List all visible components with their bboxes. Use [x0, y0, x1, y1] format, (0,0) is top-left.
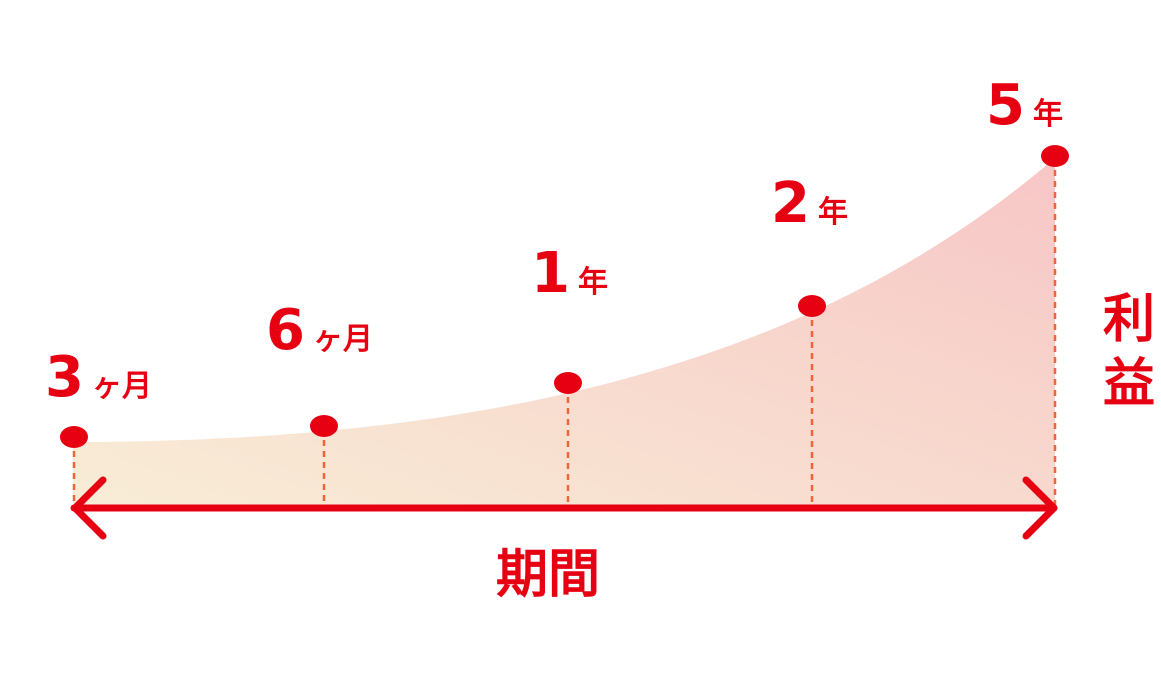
label-unit: 年 [1033, 97, 1063, 132]
point-3-months [60, 426, 88, 448]
point-5-years [1041, 145, 1069, 167]
milestone-points [60, 145, 1069, 448]
point-1-year [554, 372, 582, 394]
label-number: 3 [45, 345, 84, 410]
arrowhead-right [1022, 476, 1058, 540]
label-number: 5 [986, 73, 1025, 138]
label-unit: ヶ月 [92, 369, 152, 404]
profit-axis-label-top: 利 [1103, 290, 1155, 350]
label-unit: 年 [578, 265, 608, 300]
growth-area [73, 158, 1055, 507]
label-number: 1 [531, 241, 570, 306]
label-number: 6 [266, 298, 305, 363]
profit-axis-label-bottom: 益 [1103, 354, 1155, 414]
period-axis-label: 期間 [496, 545, 600, 605]
label-number: 2 [771, 171, 810, 236]
guide-lines [72, 159, 1057, 505]
label-unit: 年 [818, 195, 848, 230]
arrowhead-left [71, 476, 107, 540]
period-axis-arrow [70, 476, 1058, 540]
point-2-years [798, 295, 826, 317]
point-6-months [310, 415, 338, 437]
label-unit: ヶ月 [313, 322, 373, 357]
